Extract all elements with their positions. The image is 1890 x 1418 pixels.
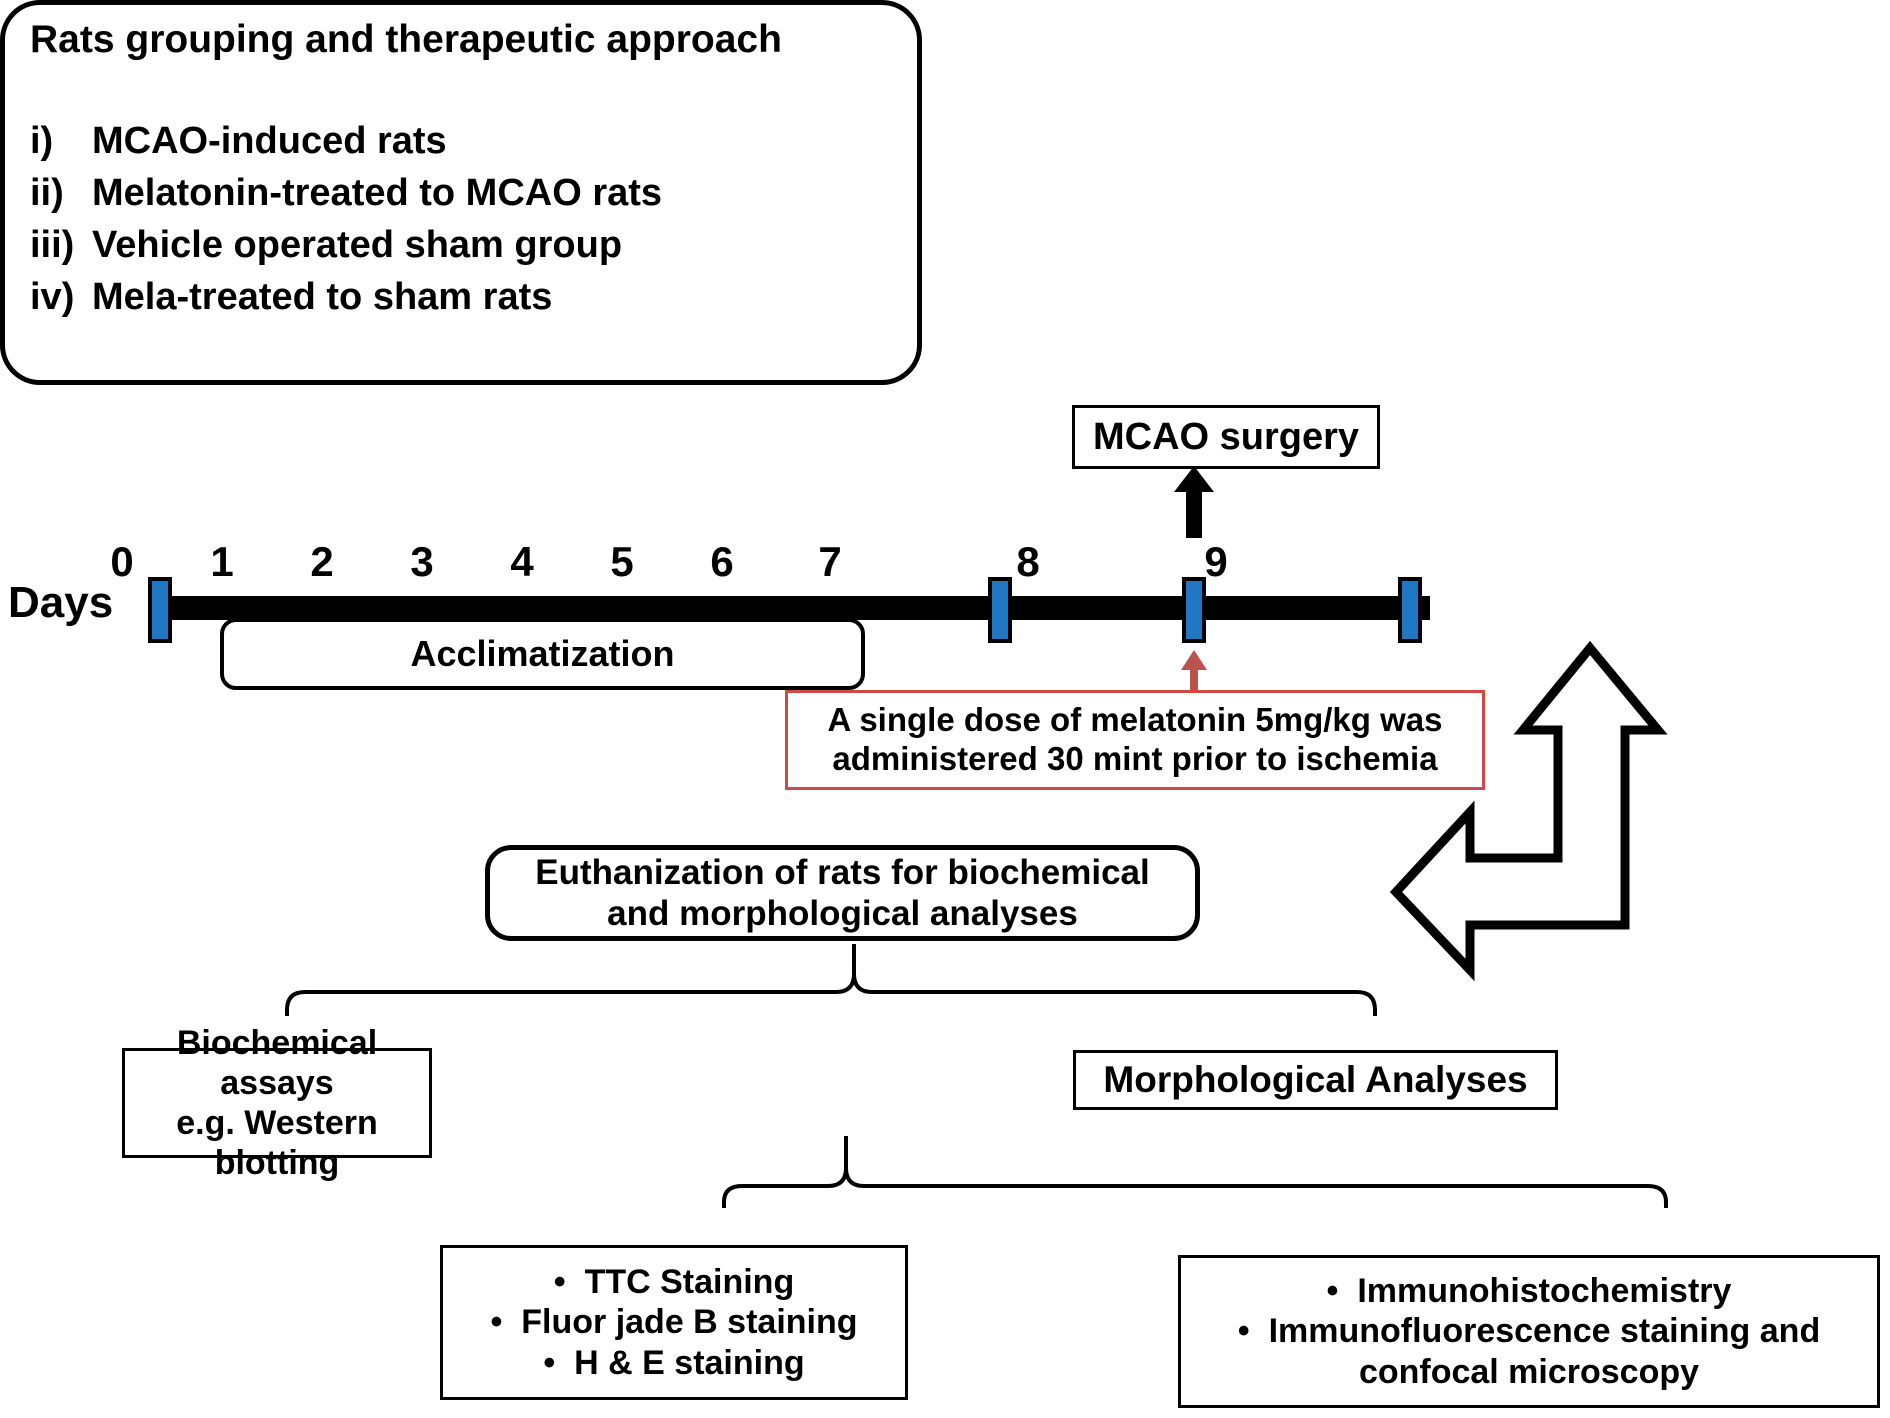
euthanization-line1: Euthanization of rats for biochemical [535, 852, 1150, 892]
melatonin-note-line1: A single dose of melatonin 5mg/kg was [827, 701, 1443, 739]
brace-euthanization [285, 944, 1377, 1016]
day-number-7: 7 [818, 538, 842, 585]
day-number-3: 3 [410, 538, 434, 585]
rats-grouping-title: Rats grouping and therapeutic approach [30, 18, 782, 61]
staining-methods-box: • TTC Staining • Fluor jade B staining •… [440, 1245, 908, 1400]
timeline-bar [148, 596, 1430, 620]
day-number-0: 0 [110, 538, 134, 585]
day-number-9: 9 [1204, 538, 1228, 585]
imaging-methods-box: • Immunohistochemistry • Immunofluoresce… [1178, 1255, 1880, 1408]
imaging-item-2: • Immunofluorescence staining and [1237, 1312, 1821, 1351]
timeline-marker-day7 [988, 577, 1012, 643]
biochemical-line1: Biochemical assays [176, 1023, 378, 1102]
day-number-5: 5 [610, 538, 634, 585]
timeline-marker-day8 [1182, 577, 1206, 643]
group-item-4-marker: iv) [30, 276, 75, 318]
mcao-surgery-arrow-icon [1174, 466, 1214, 538]
staining-item-3: • H & E staining [543, 1343, 805, 1382]
group-item-3-marker: iii) [30, 224, 75, 266]
group-item-1-label: MCAO-induced rats [92, 120, 447, 162]
biochemical-line2: e.g. Western blotting [176, 1104, 378, 1183]
day-number-8: 8 [1016, 538, 1040, 585]
day-number-2: 2 [310, 538, 334, 585]
acclimatization-box: Acclimatization [220, 618, 865, 690]
staining-item-2: • Fluor jade B staining [490, 1303, 858, 1342]
brace-morphological [722, 1136, 1668, 1208]
group-item-2-label: Melatonin-treated to MCAO rats [92, 172, 663, 214]
day-number-4: 4 [510, 538, 534, 585]
group-item-3-label: Vehicle operated sham group [92, 224, 623, 266]
day-number-6: 6 [710, 538, 734, 585]
staining-item-1: • TTC Staining [553, 1263, 795, 1302]
group-item-1-marker: i) [30, 120, 54, 162]
melatonin-arrow-icon [1181, 650, 1207, 702]
rats-grouping-box: Rats grouping and therapeutic approach i… [0, 0, 922, 385]
timeline-marker-day0 [148, 577, 172, 643]
loop-back-arrow-icon [1389, 640, 1668, 982]
melatonin-note-box: A single dose of melatonin 5mg/kg was ad… [785, 690, 1485, 790]
group-item-2-marker: ii) [30, 172, 64, 214]
group-item-4-label: Mela-treated to sham rats [92, 276, 553, 318]
mcao-surgery-box: MCAO surgery [1072, 405, 1380, 469]
morphological-analyses-box: Morphological Analyses [1073, 1050, 1558, 1110]
euthanization-line2: and morphological analyses [607, 894, 1078, 933]
biochemical-assays-box: Biochemical assays e.g. Western blotting [122, 1024, 432, 1182]
imaging-item-1: • Immunohistochemistry [1326, 1272, 1732, 1311]
melatonin-note-line2: administered 30 mint prior to ischemia [832, 740, 1438, 777]
timeline-axis-label: Days [8, 578, 114, 627]
day-number-1: 1 [210, 538, 234, 585]
euthanization-box: Euthanization of rats for biochemical an… [485, 845, 1200, 941]
timeline-marker-day-end [1398, 577, 1422, 643]
imaging-item-3: confocal microscopy [1358, 1352, 1700, 1391]
